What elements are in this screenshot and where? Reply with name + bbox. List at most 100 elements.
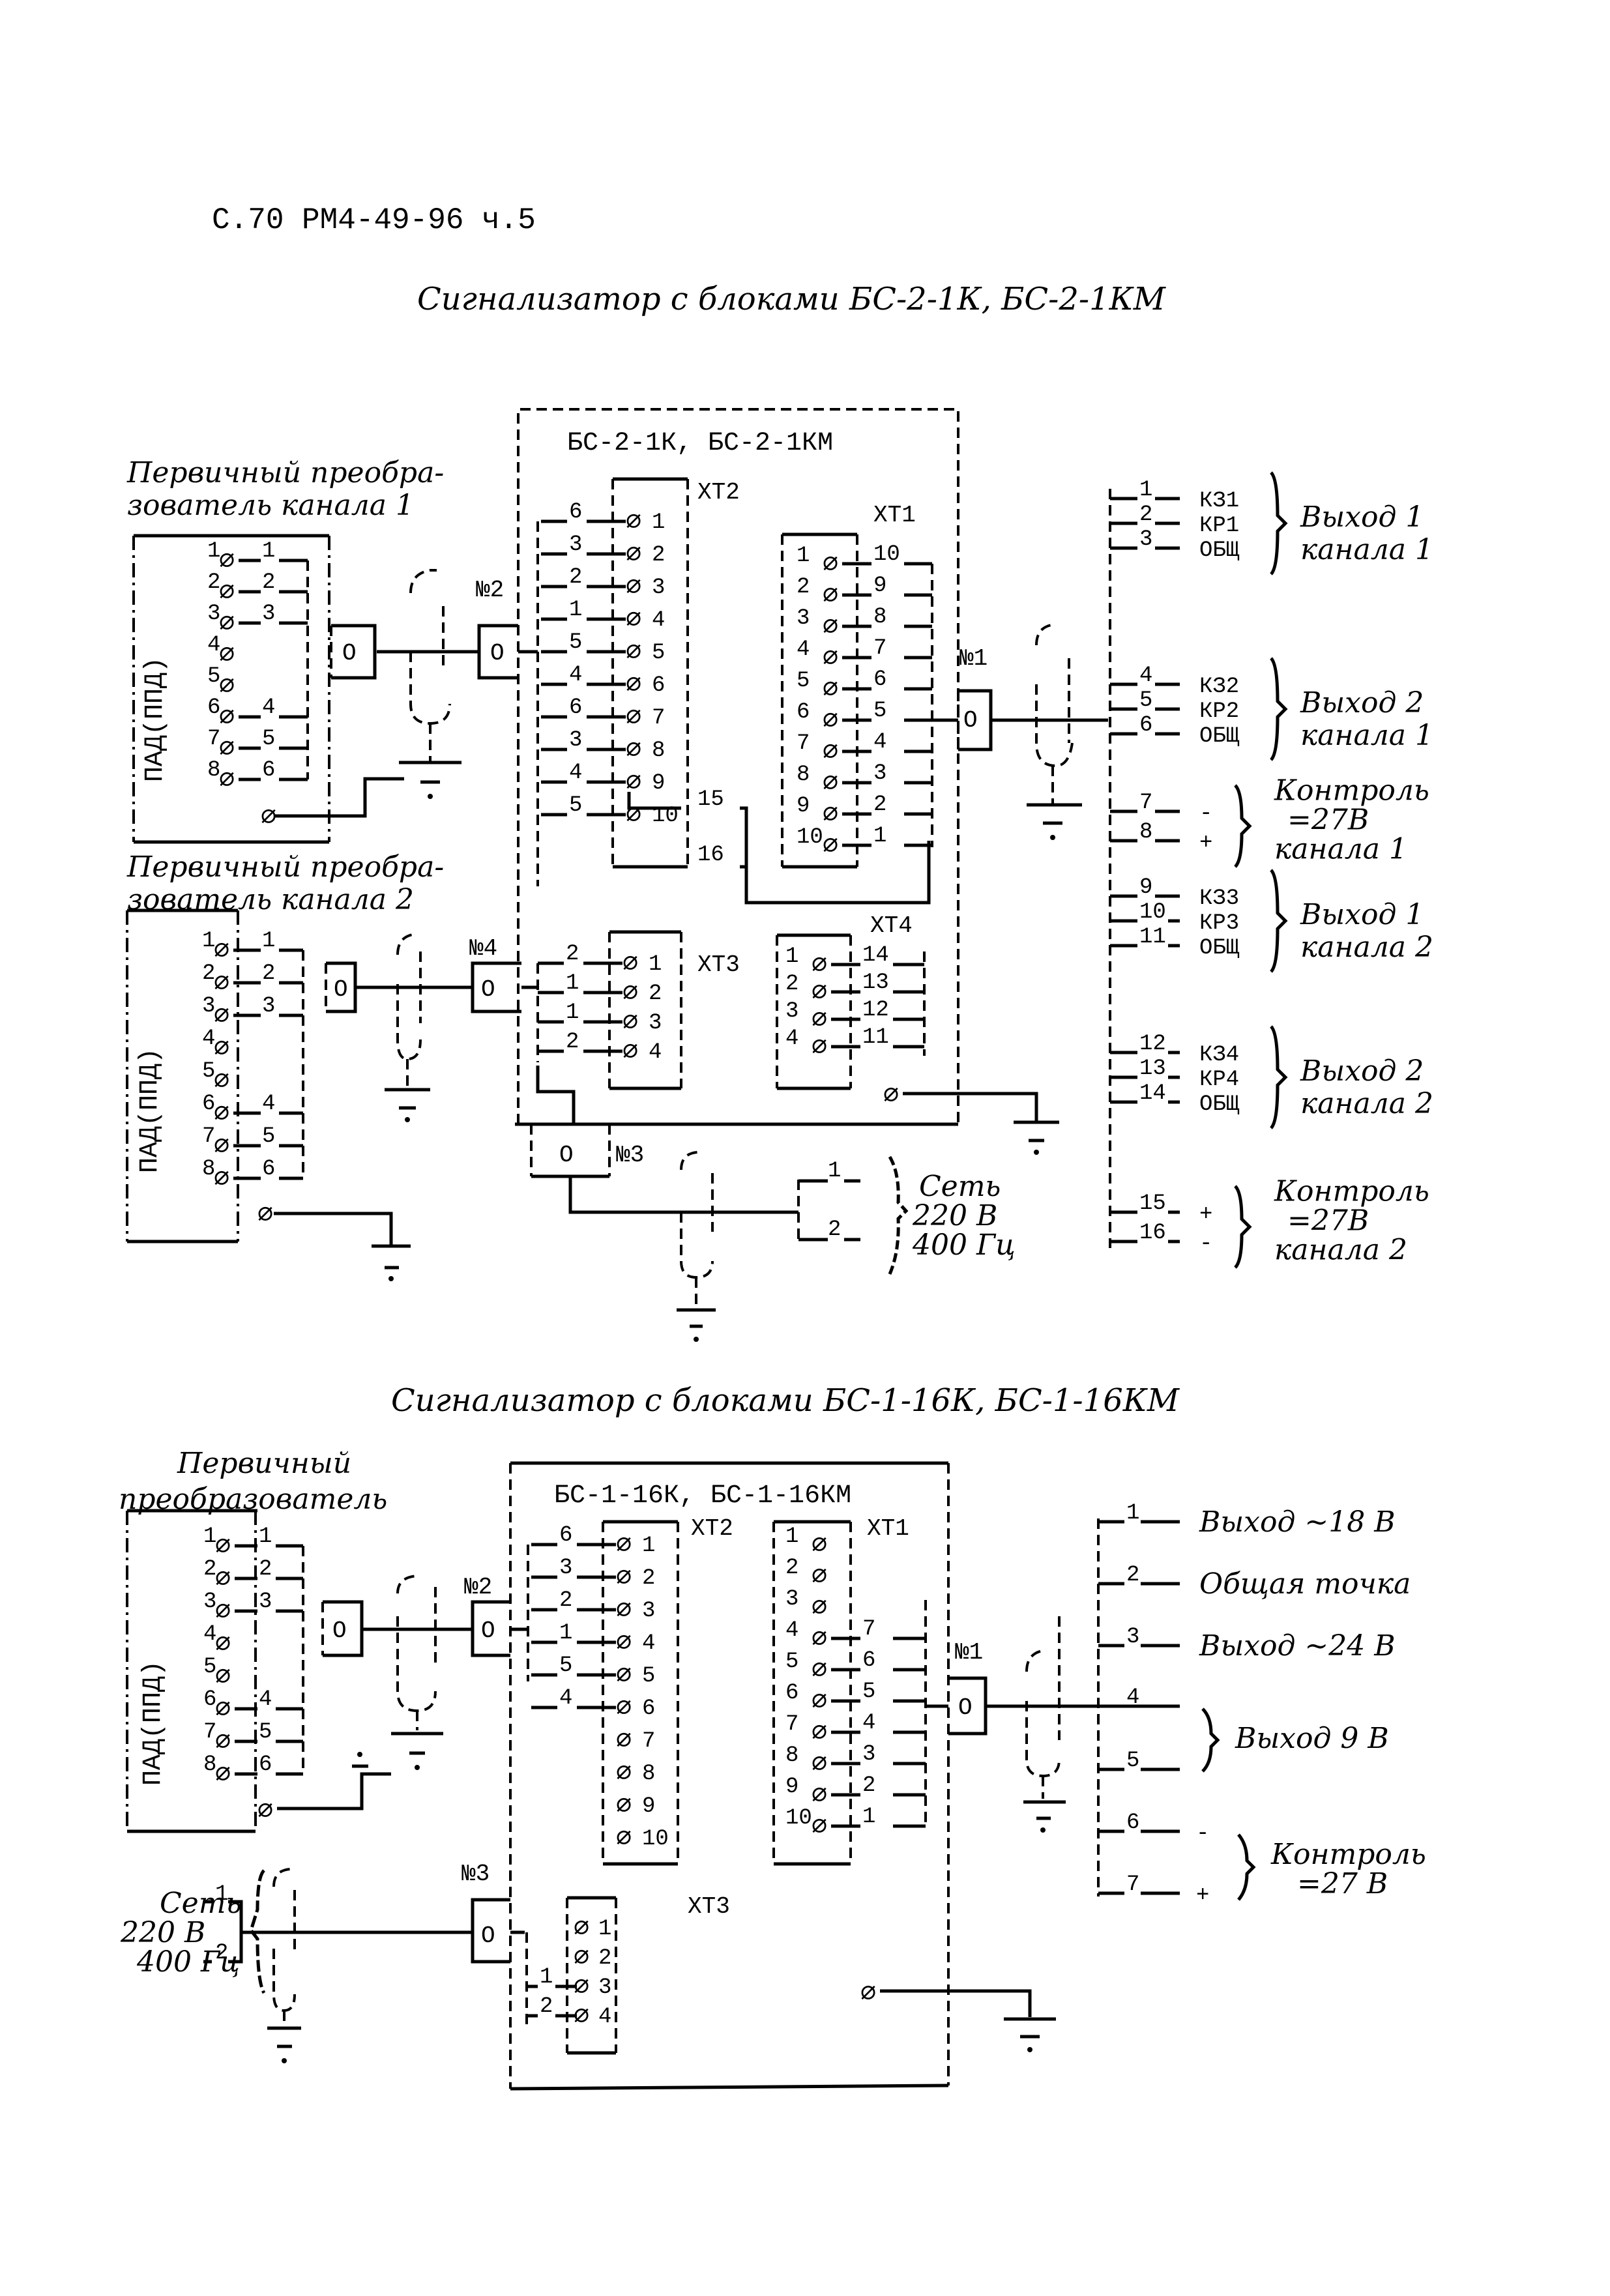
- xt1-terminal-icon: ⌀: [823, 582, 838, 611]
- diagram1-title: Сигнализатор с блоками БС-2-1К, БС-2-1КМ: [417, 281, 1167, 317]
- xt2-pin-number: 2: [652, 543, 665, 568]
- sensor-terminal-icon: ⌀: [215, 1728, 231, 1758]
- sensor-pin-number: 7: [203, 1720, 216, 1745]
- xt2-label: ХТ2: [697, 479, 740, 506]
- output-wire-label: 15: [1139, 1191, 1166, 1216]
- d2-xt2-pin-number: 9: [642, 1794, 655, 1819]
- xt2-pin-number: 7: [652, 706, 665, 731]
- sensor-pin-number: 3: [203, 1590, 216, 1614]
- d2-xt1-wire-label: 6: [862, 1648, 875, 1673]
- xt3-pin-number: 2: [649, 981, 662, 1006]
- sensor2-plug: О: [334, 976, 348, 1003]
- output-wire-label: 9: [1139, 875, 1152, 900]
- output-signal-label: КЗ4: [1199, 1043, 1239, 1068]
- output-wire-label: 10: [1139, 900, 1166, 925]
- d2-xt2-pin-number: 7: [642, 1729, 655, 1754]
- connector-d2-n3[interactable]: №3 О: [461, 1861, 528, 2027]
- d2-xt1-wire-label: 5: [862, 1679, 875, 1704]
- xt1-pin-number: 9: [797, 794, 810, 819]
- block1-ground-terminal: ⌀: [883, 1082, 899, 1111]
- output-signal-label: КР2: [1199, 699, 1239, 724]
- sensor-pin-number: 4: [203, 1622, 216, 1647]
- sensor-terminal-icon: ⌀: [214, 1002, 229, 1032]
- xt1-terminal-icon: ⌀: [823, 551, 838, 580]
- d2-xt1-pin-number: 10: [785, 1806, 812, 1831]
- output-group-title: Контроль: [1274, 1175, 1429, 1208]
- terminal-block-d2-xt2: ХТ2 ⌀16⌀23⌀32⌀41⌀55⌀64⌀7⌀8⌀9⌀10: [510, 1515, 733, 1866]
- d2-xt2-terminal-icon: ⌀: [616, 1760, 632, 1789]
- output-group-title: Выход 1: [1300, 898, 1424, 931]
- output-signal-label: ОБЩ: [1199, 936, 1240, 961]
- connector-d2-n2[interactable]: №2 О: [464, 1574, 510, 1657]
- sensor-wire-label: 2: [262, 961, 275, 986]
- xt3-terminal-icon: ⌀: [622, 1038, 638, 1068]
- output-group-channel: канала 1: [1274, 833, 1407, 866]
- d2-xt1-pin-number: 2: [785, 1556, 798, 1580]
- d2-xt1-terminal-icon: ⌀: [812, 1719, 827, 1749]
- d2-xt2-pin-number: 1: [642, 1533, 655, 1558]
- connector-n3[interactable]: О №3: [530, 1124, 798, 1214]
- xt1-wire-label: 2: [873, 792, 886, 817]
- output-group-title: Выход 9 В: [1235, 1722, 1389, 1755]
- output-signal-label: -: [1196, 1822, 1209, 1846]
- output-group-brace: [1237, 1833, 1256, 1901]
- d2-xt1-pin-number: 5: [785, 1649, 798, 1674]
- output-signal-label: ОБЩ: [1199, 538, 1240, 563]
- output-signal-label: КЗ3: [1199, 886, 1239, 911]
- output-wire-label: 4: [1139, 663, 1152, 688]
- xt4-pin-number: 1: [785, 944, 798, 969]
- xt2-wire-label: 1: [569, 598, 582, 622]
- sensor-terminal-icon: ⌀: [214, 1133, 229, 1162]
- output-wire-label: 1: [1139, 478, 1152, 502]
- d2-xt2-pin-number: 4: [642, 1631, 655, 1656]
- d2-xt1-pin-number: 1: [785, 1524, 798, 1549]
- sensor-pin-number: 3: [207, 602, 220, 626]
- sensor-wire-label: 6: [259, 1752, 272, 1777]
- xt3-wire-label: 2: [566, 942, 579, 966]
- output-wire-label: 6: [1126, 1810, 1139, 1835]
- output-signal-label: -: [1199, 1232, 1212, 1257]
- diagram-bs-1-16k: Сигнализатор с блоками БС-1-16К, БС-1-16…: [119, 1382, 1426, 2091]
- output-signal-label: -: [1199, 802, 1212, 826]
- xt4-pin-number: 4: [785, 1026, 798, 1051]
- d2-xt2-terminal-icon: ⌀: [616, 1662, 632, 1691]
- xt2-pin-number: 3: [652, 575, 665, 600]
- terminal-block-xt4: ХТ4 1⌀142⌀133⌀124⌀11 ⌀: [776, 912, 1059, 1155]
- xt3-wire-label: 1: [566, 1000, 579, 1025]
- connector-n1[interactable]: №1 О: [932, 645, 1108, 751]
- xt2-wire-label: 5: [569, 630, 582, 655]
- cable-shield-1: [399, 569, 461, 799]
- output-label: Выход ~18 В: [1199, 1505, 1396, 1539]
- sensor-diagram2: Первичный преобразователь ПАД(ППД) 1⌀12⌀…: [119, 1447, 391, 1833]
- sensor-d2-ground-terminal: ⌀: [257, 1797, 273, 1827]
- xt4-wire-label: 12: [862, 998, 889, 1023]
- xt2-terminal-icon: ⌀: [626, 508, 641, 538]
- sensor-wire-label: 3: [259, 1590, 272, 1614]
- cable-shield-d2-1: [391, 1575, 443, 1770]
- connector-n3-plug: О: [559, 1142, 574, 1169]
- xt1-wire-label: 10: [873, 542, 900, 567]
- output-group-channel: канала 2: [1274, 1234, 1407, 1267]
- output-wire-label: 12: [1139, 1032, 1166, 1056]
- sensor-terminal-icon: ⌀: [214, 1100, 229, 1129]
- net2-line1: Сеть: [160, 1887, 241, 1920]
- xt1-wire-label: 1: [873, 824, 886, 849]
- xt1-pin-number: 5: [797, 669, 810, 693]
- output-wire-label: 11: [1139, 925, 1166, 950]
- cable-shield-n1: [1027, 623, 1082, 840]
- d2-ground-terminal: ⌀: [860, 1980, 876, 2009]
- xt4-terminal-icon: ⌀: [812, 979, 827, 1008]
- connector-n2[interactable]: №2 О: [476, 577, 518, 680]
- d2-xt2-terminal-icon: ⌀: [616, 1727, 632, 1756]
- output-signal-label: КР1: [1199, 514, 1239, 538]
- terminal-block-d2-xt3: ХТ3 ⌀1⌀2⌀3⌀412 ⌀: [527, 1893, 1056, 2055]
- output-group-voltage: =27В: [1287, 1204, 1369, 1238]
- connector-n4[interactable]: №4 О: [469, 935, 521, 1013]
- terminal-block-xt1: ХТ1 1⌀102⌀93⌀84⌀75⌀66⌀57⌀48⌀39⌀210⌀1: [781, 502, 933, 869]
- output-group-brace: [1270, 1025, 1288, 1129]
- output-wire-label: 6: [1139, 713, 1152, 738]
- net2-wire-1: 1: [215, 1882, 228, 1907]
- net1-line3: 400 Гц: [912, 1228, 1016, 1262]
- output-group-title: Выход 2: [1300, 1054, 1424, 1088]
- output-group-title: Контроль: [1274, 774, 1429, 807]
